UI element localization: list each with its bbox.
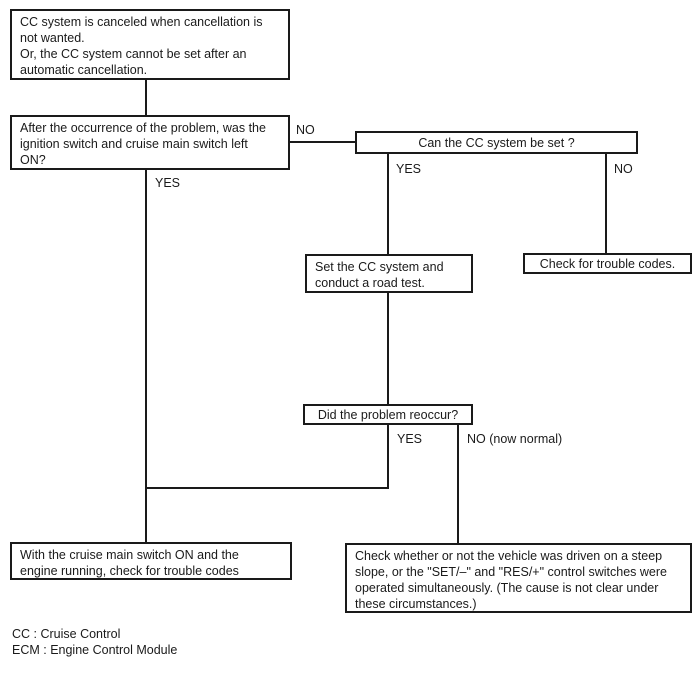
legend-ecm-engine-control-module: ECM : Engine Control Module: [12, 643, 178, 657]
flow-box-problem-description: CC system is canceled when cancellation …: [10, 9, 290, 80]
connector-road-test-to-reoccur-question: [387, 293, 389, 404]
branch-label-ignition-yes: YES: [155, 176, 181, 190]
branch-label-reoccur-no-now-normal: NO (now normal): [467, 432, 563, 446]
connector-cc-set-yes-to-road-test: [387, 154, 389, 254]
connector-problem-to-ignition-question: [145, 80, 147, 115]
connector-reoccur-no-to-steep-slope: [457, 425, 459, 543]
connector-ignition-no-to-cc-set-question: [290, 141, 355, 143]
branch-label-ignition-no: NO: [296, 123, 315, 137]
flow-box-action-road-test: Set the CC system and conduct a road tes…: [305, 254, 473, 293]
flow-box-question-cc-set: Can the CC system be set ?: [355, 131, 638, 154]
branch-label-reoccur-yes: YES: [397, 432, 423, 446]
flow-box-question-problem-reoccur: Did the problem reoccur?: [303, 404, 473, 425]
connector-reoccur-yes-drop: [387, 425, 389, 489]
flow-box-question-ignition-switch: After the occurrence of the problem, was…: [10, 115, 290, 170]
connector-cc-set-no-to-check-codes: [605, 154, 607, 253]
connector-ignition-yes-to-check-codes: [145, 170, 147, 542]
legend-cc-cruise-control: CC : Cruise Control: [12, 627, 121, 641]
flow-box-action-check-codes-engine-running: With the cruise main switch ON and the e…: [10, 542, 292, 580]
flow-box-action-check-steep-slope: Check whether or not the vehicle was dri…: [345, 543, 692, 613]
flow-box-action-check-trouble-codes: Check for trouble codes.: [523, 253, 692, 274]
branch-label-cc-set-yes: YES: [396, 162, 422, 176]
connector-reoccur-yes-join: [145, 487, 389, 489]
branch-label-cc-set-no: NO: [614, 162, 633, 176]
